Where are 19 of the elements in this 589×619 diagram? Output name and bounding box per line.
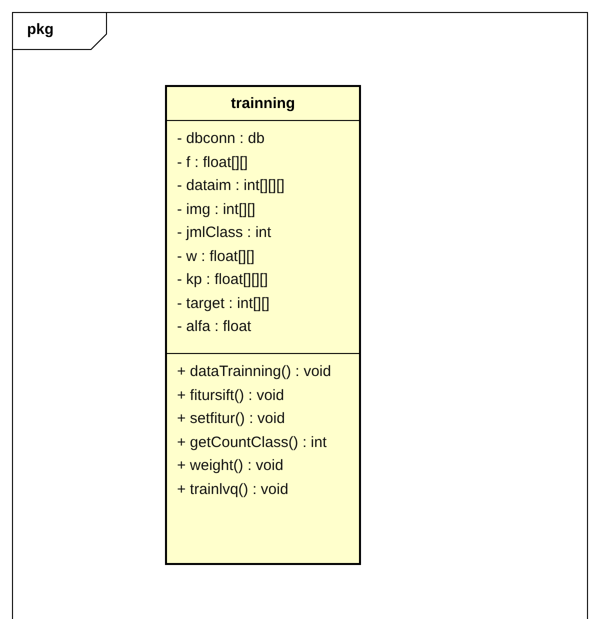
attribute-text: - f : float[][]	[177, 152, 248, 172]
method-text: + weight() : void	[177, 456, 284, 476]
attribute-text: - kp : float[][][]	[177, 270, 268, 290]
attribute-text: - alfa : float	[177, 317, 252, 337]
package-name: pkg	[27, 21, 54, 38]
class-box	[165, 85, 361, 565]
method-text: + getCountClass() : int	[177, 432, 327, 452]
attribute-text: - dbconn : db	[177, 129, 265, 149]
attribute-text: - img : int[][]	[177, 200, 256, 220]
method-text: + fitursift() : void	[177, 386, 284, 406]
method-text: + trainlvq() : void	[177, 480, 288, 500]
method-text: + dataTrainning() : void	[177, 362, 332, 382]
package-frame	[12, 12, 588, 619]
attribute-text: - w : float[][]	[177, 246, 255, 266]
attribute-text: - target : int[][]	[177, 294, 270, 314]
attribute-text: - jmlClass : int	[177, 223, 272, 243]
attribute-text: - dataim : int[][][]	[177, 176, 285, 196]
class-name: trainning	[230, 95, 296, 112]
method-text: + setfitur() : void	[177, 409, 285, 429]
